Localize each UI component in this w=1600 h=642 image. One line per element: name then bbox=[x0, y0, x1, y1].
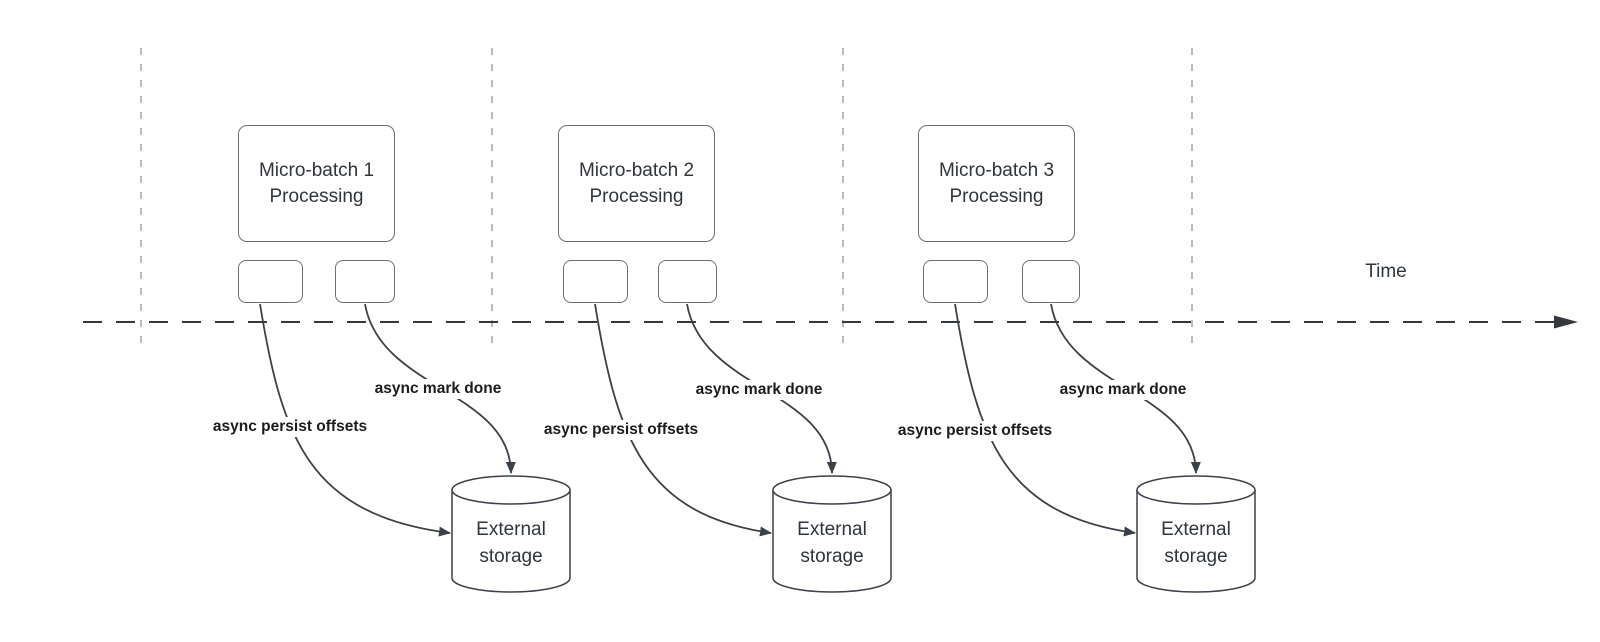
microbatch-2-processing-box: Micro-batch 2 Processing bbox=[558, 125, 715, 242]
microbatch-2-label-line1: Micro-batch 2 bbox=[578, 159, 695, 181]
time-axis-arrowhead-icon bbox=[1554, 315, 1578, 329]
external-storage-label-2: External storage bbox=[773, 516, 891, 570]
mark-done-label-2: async mark done bbox=[692, 380, 826, 400]
batch1-mark-done-task-box bbox=[335, 260, 395, 303]
batch2-persist-task-box bbox=[563, 260, 628, 303]
batch3-persist-task-box bbox=[923, 260, 988, 303]
persist-offsets-label-2: async persist offsets bbox=[540, 420, 702, 440]
external-storage-label-3: External storage bbox=[1137, 516, 1255, 570]
microbatch-3-processing-box: Micro-batch 3 Processing bbox=[918, 125, 1075, 242]
cylinder-body bbox=[451, 490, 571, 593]
persist-offsets-arrow-1 bbox=[259, 303, 451, 537]
cylinder-top bbox=[772, 475, 892, 505]
microbatch-1-processing-box: Micro-batch 1 Processing bbox=[238, 125, 395, 242]
microbatch-2-label-line2: Processing bbox=[589, 185, 684, 207]
cylinder-body bbox=[772, 490, 892, 593]
mark-done-label-3: async mark done bbox=[1056, 380, 1190, 400]
mark-done-label-1: async mark done bbox=[371, 379, 505, 399]
storage-label-line2: storage bbox=[479, 546, 543, 567]
external-storage-label-1: External storage bbox=[452, 516, 570, 570]
cylinder-top bbox=[451, 475, 571, 505]
persist-offsets-arrow-2 bbox=[594, 303, 772, 537]
storage-label-line1: External bbox=[797, 519, 867, 540]
external-storage-cylinder-1 bbox=[451, 475, 571, 593]
cylinder-top bbox=[1136, 475, 1256, 505]
batch2-mark-done-task-box bbox=[658, 260, 717, 303]
persist-offsets-arrow-3 bbox=[954, 303, 1136, 537]
microbatch-3-label-line2: Processing bbox=[949, 185, 1044, 207]
microbatch-1-label-line1: Micro-batch 1 bbox=[258, 159, 375, 181]
external-storage-cylinder-2 bbox=[772, 475, 892, 593]
microbatch-3-label-line1: Micro-batch 3 bbox=[938, 159, 1055, 181]
storage-label-line1: External bbox=[1161, 519, 1231, 540]
batch3-mark-done-task-box bbox=[1022, 260, 1080, 303]
batch1-persist-task-box bbox=[238, 260, 303, 303]
persist-offsets-label-1: async persist offsets bbox=[209, 417, 371, 437]
microbatch-1-label-line2: Processing bbox=[269, 185, 364, 207]
cylinder-body bbox=[1136, 490, 1256, 593]
time-axis-label: Time bbox=[1365, 261, 1407, 282]
external-storage-cylinder-3 bbox=[1136, 475, 1256, 593]
storage-label-line1: External bbox=[476, 519, 546, 540]
storage-label-line2: storage bbox=[800, 546, 864, 567]
storage-label-line2: storage bbox=[1164, 546, 1228, 567]
persist-offsets-label-3: async persist offsets bbox=[894, 421, 1056, 441]
